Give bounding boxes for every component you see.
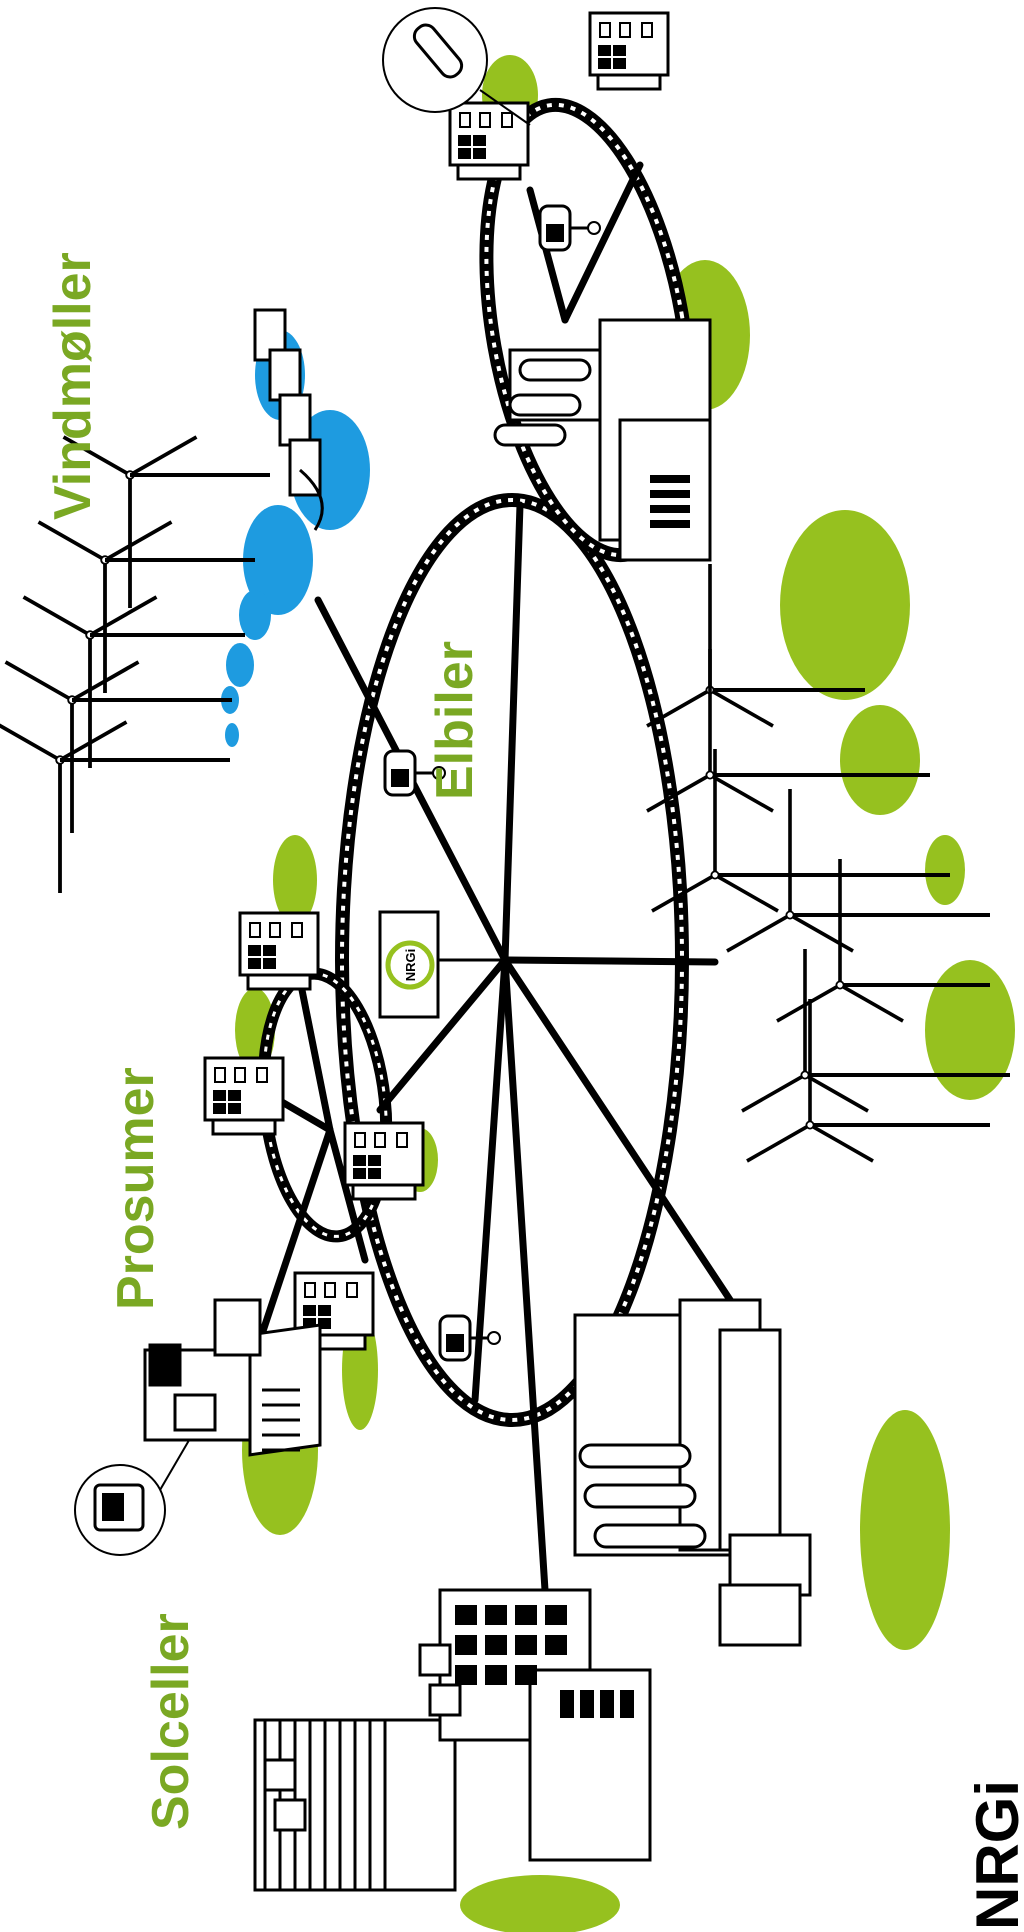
nrgi-logo: NRGi [964, 1780, 1024, 1930]
smart-meter-icon [75, 1430, 195, 1555]
label-vindmoller: Vindmøller [44, 252, 102, 520]
label-elbiler: Elbiler [426, 641, 484, 800]
label-prosumer: Prosumer [107, 1067, 165, 1310]
label-solceller: Solceller [142, 1613, 200, 1830]
factory-icon [575, 1300, 810, 1645]
svg-text:NRGi: NRGi [403, 949, 418, 982]
office-building-icon [255, 1590, 650, 1890]
factory-icon [495, 320, 710, 560]
